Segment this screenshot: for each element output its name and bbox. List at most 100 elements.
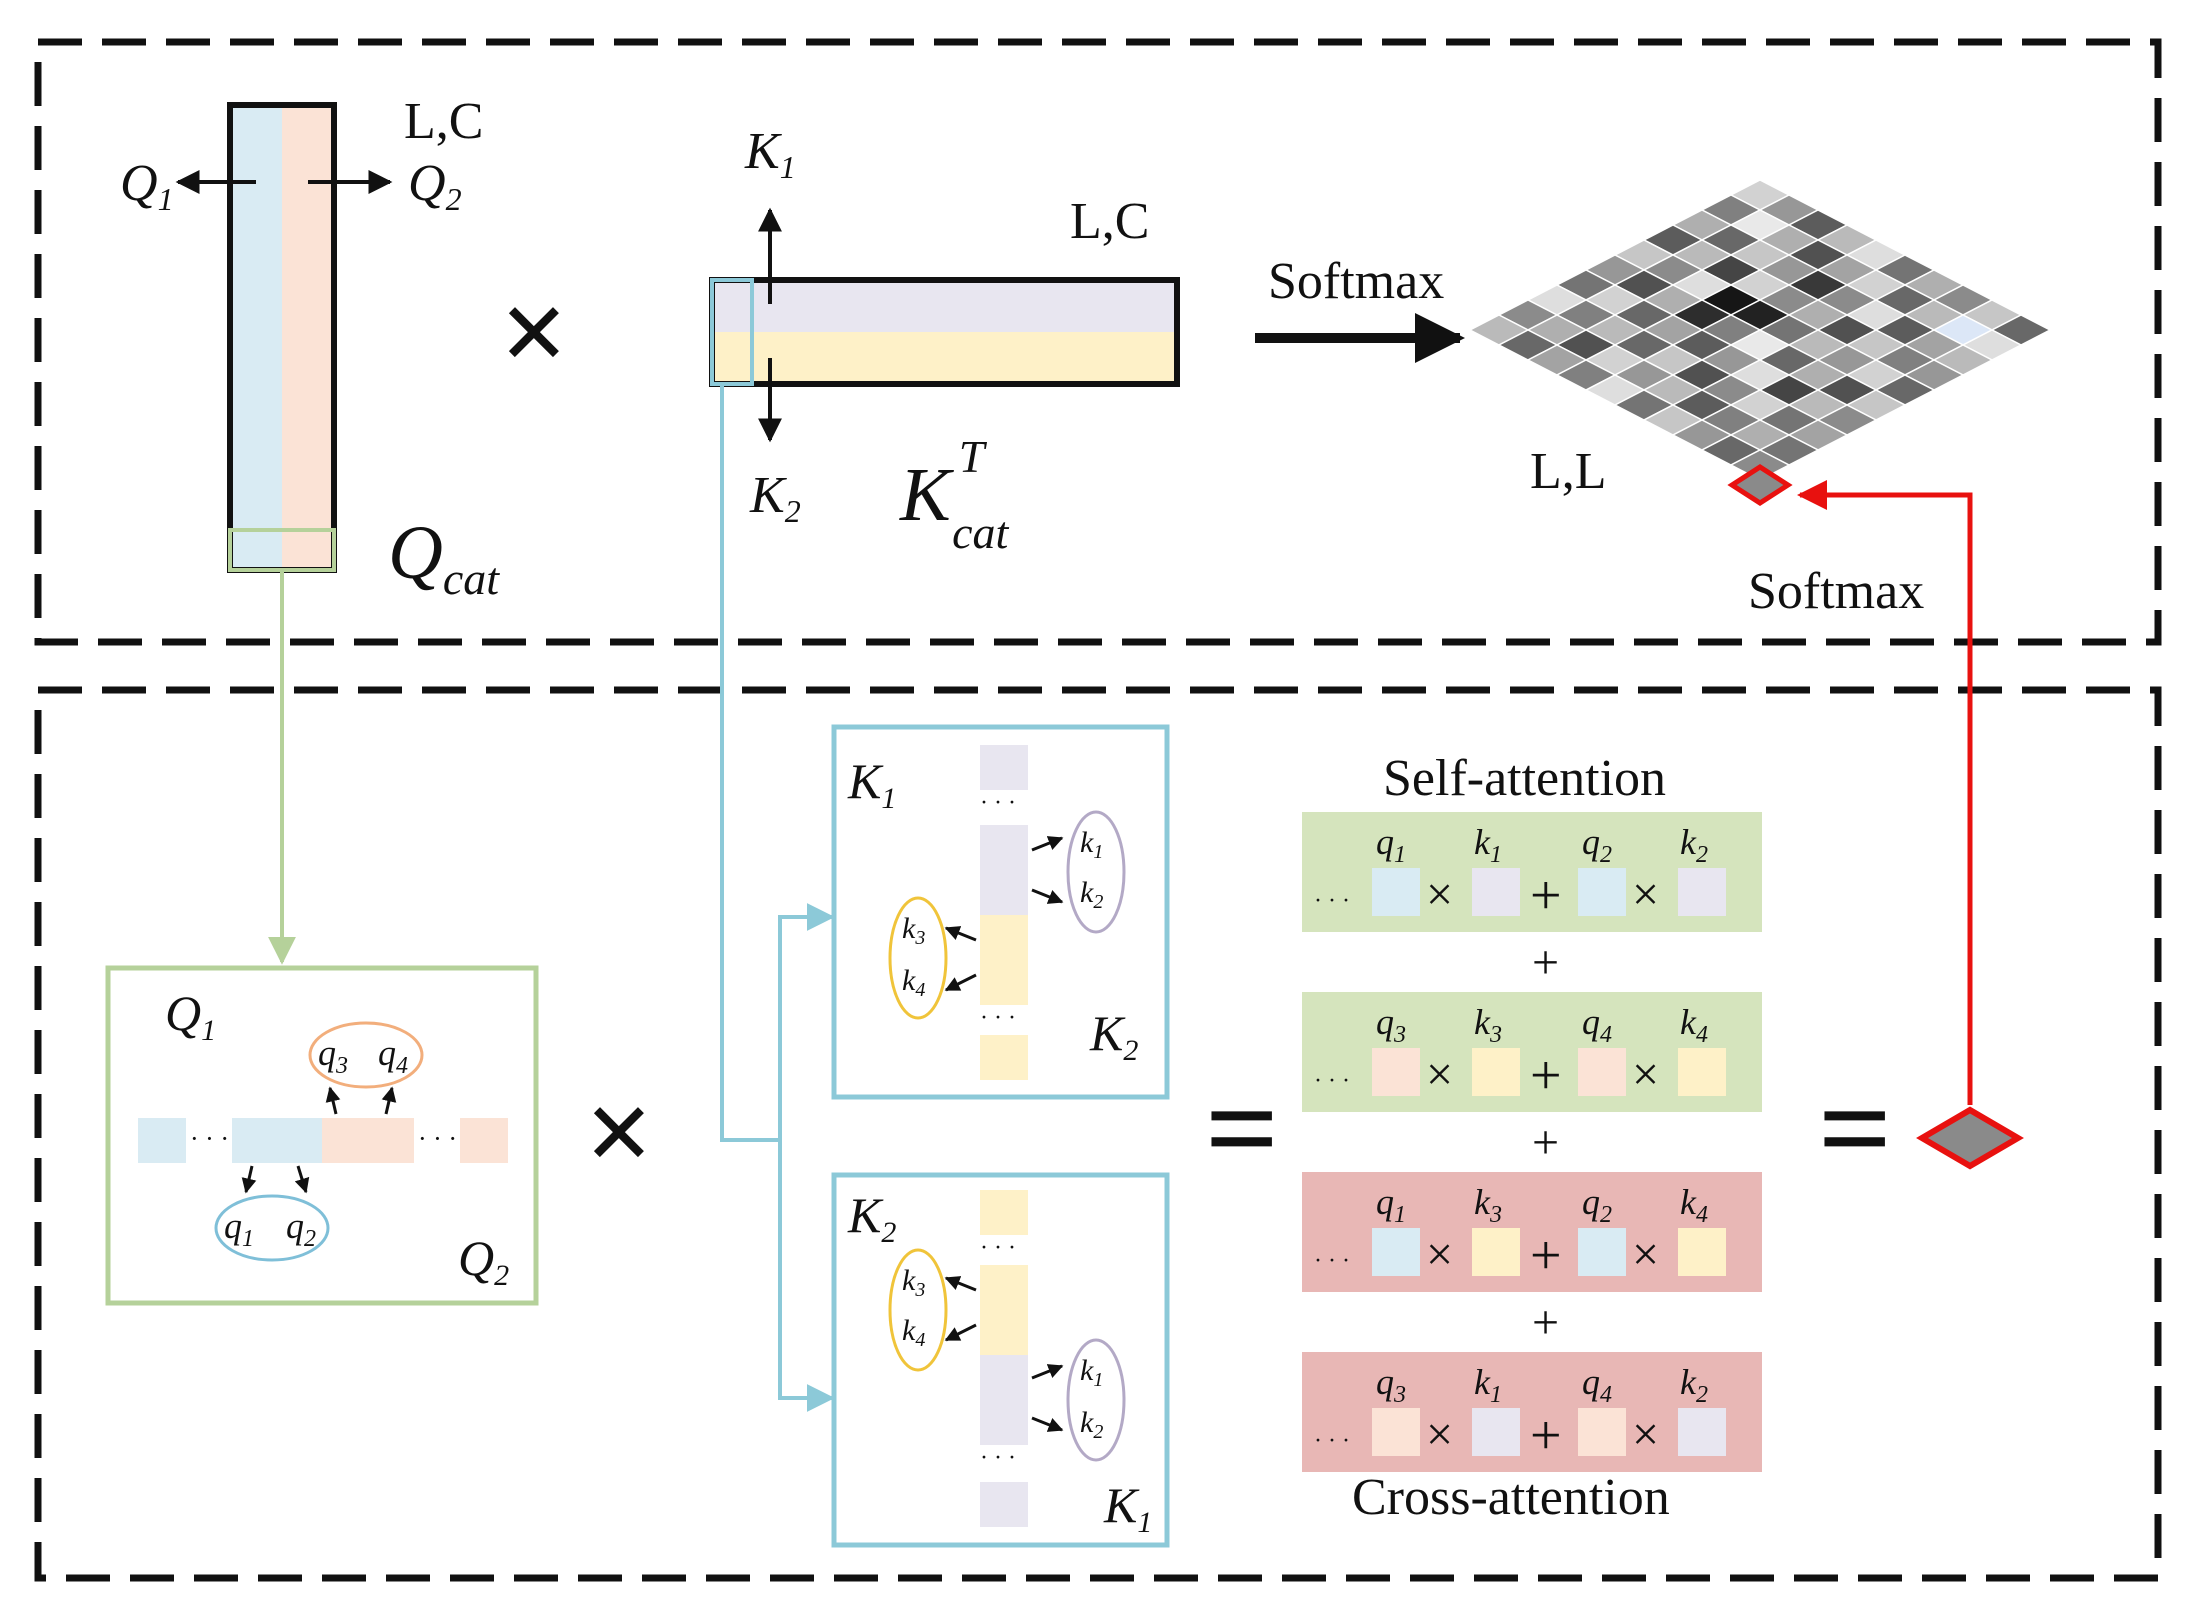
- k-cat-matrix: [709, 277, 1180, 387]
- svg-text:k2: k2: [1080, 876, 1103, 913]
- svg-text:k1: k1: [1080, 1354, 1103, 1391]
- row-ellipsis: · · ·: [1314, 1068, 1350, 1094]
- q-cell: [1578, 1408, 1626, 1456]
- k-term-label: k2: [1680, 822, 1708, 868]
- k-term-label: k3: [1474, 1002, 1502, 1048]
- row-ellipsis: · · ·: [1314, 1248, 1350, 1274]
- row-plus-symbol: +: [1532, 1296, 1559, 1349]
- svg-text:· · ·: · · ·: [980, 1005, 1016, 1031]
- k-box-2-label-bottom: K1: [1103, 1477, 1152, 1539]
- red-connector: [1797, 480, 1973, 1105]
- svg-text:k4: k4: [902, 1314, 925, 1351]
- times-symbol-top: ×: [500, 265, 568, 398]
- svg-text:k3: k3: [902, 1264, 925, 1301]
- q-term-label: q1: [1376, 1182, 1406, 1228]
- q-cell: [1578, 1048, 1626, 1096]
- attention-term-row: · · · q3 k1 × q4 k2 × +: [1302, 1352, 1762, 1472]
- svg-text:q2: q2: [286, 1206, 316, 1252]
- term-times-symbol: ×: [1426, 1408, 1453, 1461]
- q1-q2-group: [214, 1194, 330, 1262]
- q-cat-matrix: [227, 102, 337, 573]
- k-box-1-label-bottom: K2: [1089, 1005, 1138, 1067]
- q-cell: [1372, 868, 1420, 916]
- svg-text:q3: q3: [318, 1033, 348, 1079]
- q-cat-label: Qcat: [388, 511, 500, 604]
- attention-score-cell: [1727, 464, 1793, 506]
- term-times-symbol: ×: [1632, 1228, 1659, 1281]
- q-box-label-bottom: Q2: [458, 1230, 509, 1292]
- row-ellipsis: · · ·: [1314, 1428, 1350, 1454]
- term-times-symbol: ×: [1426, 1048, 1453, 1101]
- term-times-symbol: ×: [1632, 1048, 1659, 1101]
- k-cell: [1472, 1408, 1520, 1456]
- q1-label: Q1: [120, 155, 174, 217]
- svg-text:· · ·: · · ·: [980, 1445, 1016, 1471]
- q-cell: [1372, 1408, 1420, 1456]
- q2-label: Q2: [408, 155, 462, 217]
- k-cell: [1472, 868, 1520, 916]
- term-plus-symbol: +: [1530, 1405, 1562, 1467]
- q-term-label: q3: [1376, 1362, 1406, 1408]
- k-dims-label: L,C: [1070, 193, 1149, 250]
- svg-text:k2: k2: [1080, 1406, 1103, 1443]
- term-times-symbol: ×: [1426, 1228, 1453, 1281]
- cross-attention-title: Cross-attention: [1352, 1469, 1670, 1526]
- q-split-box: Q1 Q2 · · · · · · q3 q4 q1 q2: [105, 965, 539, 1306]
- svg-text:k1: k1: [1080, 826, 1103, 863]
- row-plus-symbol: +: [1532, 1116, 1559, 1169]
- teal-connector-up: [778, 903, 835, 1140]
- k-box-1-label-top: K1: [847, 753, 896, 815]
- attn-dims-label: L,L: [1530, 443, 1607, 500]
- k-cell: [1678, 1228, 1726, 1276]
- svg-text:· · ·: · · ·: [980, 1235, 1016, 1261]
- svg-text:· · ·: · · ·: [980, 790, 1016, 816]
- q-term-label: q4: [1582, 1362, 1612, 1408]
- k1-k2-group-2: [1066, 1338, 1126, 1462]
- equals-symbol-1: =: [1205, 1057, 1279, 1201]
- q-cat-row-highlight: [228, 528, 336, 572]
- softmax-label-2: Softmax: [1748, 563, 1924, 620]
- svg-text:· · ·: · · ·: [190, 1124, 229, 1153]
- q-cell: [1372, 1228, 1420, 1276]
- softmax-label: Softmax: [1268, 253, 1444, 310]
- k-term-label: k4: [1680, 1182, 1708, 1228]
- k-term-label: k2: [1680, 1362, 1708, 1408]
- k-box-2-label-top: K2: [847, 1187, 896, 1249]
- equals-symbol-2: =: [1818, 1057, 1892, 1201]
- term-plus-symbol: +: [1530, 1045, 1562, 1107]
- k2-label: K2: [749, 467, 801, 529]
- k-cell: [1678, 1408, 1726, 1456]
- term-times-symbol: ×: [1632, 868, 1659, 921]
- q-term-label: q3: [1376, 1002, 1406, 1048]
- term-times-symbol: ×: [1632, 1408, 1659, 1461]
- k-cell: [1678, 868, 1726, 916]
- self-attention-title: Self-attention: [1383, 750, 1666, 807]
- k-cell: [1472, 1048, 1520, 1096]
- k1-label: K1: [744, 123, 796, 185]
- svg-text:k3: k3: [902, 912, 925, 949]
- k-term-label: k4: [1680, 1002, 1708, 1048]
- k-term-label: k3: [1474, 1182, 1502, 1228]
- k-term-label: k1: [1474, 822, 1502, 868]
- svg-text:k4: k4: [902, 964, 925, 1001]
- svg-text:q1: q1: [224, 1206, 254, 1252]
- q-term-label: q4: [1582, 1002, 1612, 1048]
- term-plus-symbol: +: [1530, 1225, 1562, 1287]
- teal-connector-down: [778, 1140, 835, 1412]
- top-panel-border: [34, 38, 2162, 646]
- result-score-cell: [1916, 1106, 2024, 1170]
- q-cell: [1372, 1048, 1420, 1096]
- k-cat-column-highlight: [710, 278, 754, 386]
- q-cell: [1578, 868, 1626, 916]
- k-term-label: k1: [1474, 1362, 1502, 1408]
- q-term-label: q2: [1582, 822, 1612, 868]
- attention-term-row: · · · q3 k3 × q4 k4 × +: [1302, 992, 1762, 1112]
- k-split-box-1: K1 K2 · · · · · · k1 k2 k3 k4: [831, 724, 1170, 1100]
- q-cell: [1578, 1228, 1626, 1276]
